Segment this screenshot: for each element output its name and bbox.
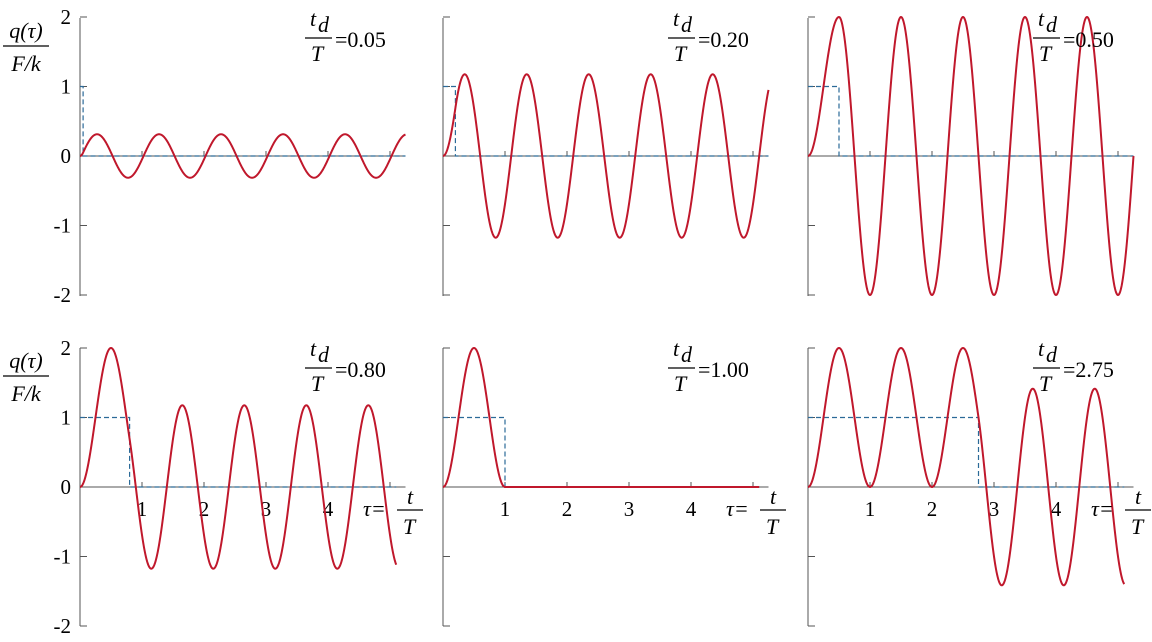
- ratio-num-subscript: d: [681, 342, 693, 367]
- y-tick-label: -1: [54, 545, 72, 569]
- y-tick-label: 0: [61, 144, 72, 168]
- y-label-numerator: q(τ): [9, 18, 43, 43]
- y-axis-label: q(τ) F/k: [3, 348, 49, 406]
- y-tick-label: -2: [54, 614, 72, 638]
- ratio-num-subscript: d: [1046, 12, 1058, 37]
- pulse-load-line: [80, 416, 397, 488]
- x-tick-label: 3: [624, 497, 635, 521]
- x-tick-label: 3: [261, 497, 272, 521]
- ratio-num-t: t: [1038, 336, 1045, 361]
- x-label-lhs: τ=: [726, 496, 749, 521]
- y-tick-label: 1: [61, 406, 72, 430]
- x-label-numerator: t: [1135, 484, 1142, 509]
- y-axis-label: q(τ) F/k: [3, 18, 49, 76]
- y-label-denominator: F/k: [10, 381, 42, 406]
- y-tick-label: 2: [61, 5, 72, 29]
- ratio-num-t: t: [673, 336, 680, 361]
- response-curve: [79, 133, 407, 179]
- pulse-load-line: [808, 416, 1125, 488]
- response-curve: [807, 347, 1126, 587]
- ratio-den: T: [1039, 371, 1053, 396]
- x-tick-label: 3: [989, 497, 1000, 521]
- x-label-numerator: t: [407, 484, 414, 509]
- x-label-lhs: τ=: [363, 496, 386, 521]
- response-curve: [442, 347, 760, 488]
- y-tick-label: 1: [61, 75, 72, 99]
- ratio-num-t: t: [673, 6, 680, 31]
- ratio-value: =0.20: [698, 27, 749, 52]
- x-tick-label: 4: [686, 497, 697, 521]
- y-tick-label: 0: [61, 475, 72, 499]
- y-tick-label: 2: [61, 336, 72, 360]
- y-label-numerator: q(τ): [9, 348, 43, 373]
- x-label-denominator: T: [403, 514, 417, 539]
- y-tick-label: -1: [54, 214, 72, 238]
- ratio-den: T: [674, 41, 688, 66]
- x-label-denominator: T: [766, 514, 780, 539]
- pulse-load-line: [80, 85, 406, 157]
- x-label-denominator: T: [1131, 514, 1145, 539]
- ratio-num-t: t: [310, 6, 317, 31]
- x-tick-label: 4: [1051, 497, 1062, 521]
- ratio-num-t: t: [1038, 6, 1045, 31]
- ratio-num-subscript: d: [318, 342, 330, 367]
- ratio-den: T: [674, 371, 688, 396]
- x-tick-label: 2: [562, 497, 573, 521]
- x-label-lhs: τ=: [1091, 496, 1114, 521]
- ratio-value: =0.80: [335, 357, 386, 382]
- x-tick-label: 2: [199, 497, 210, 521]
- ratio-num-t: t: [310, 336, 317, 361]
- ratio-value: =0.05: [335, 27, 386, 52]
- x-tick-label: 1: [137, 497, 148, 521]
- x-tick-label: 1: [500, 497, 511, 521]
- y-label-denominator: F/k: [10, 51, 42, 76]
- response-curve: [79, 347, 398, 570]
- x-axis-label: τ= tT: [1091, 484, 1151, 539]
- x-axis-label: τ= tT: [363, 484, 423, 539]
- ratio-den: T: [311, 371, 325, 396]
- ratio-num-subscript: d: [681, 12, 693, 37]
- pulse-load-line: [808, 85, 1134, 157]
- ratio-num-subscript: d: [1046, 342, 1058, 367]
- x-tick-label: 4: [323, 497, 334, 521]
- ratio-num-subscript: d: [318, 12, 330, 37]
- x-tick-label: 2: [927, 497, 938, 521]
- ratio-value: =2.75: [1063, 357, 1114, 382]
- ratio-den: T: [311, 41, 325, 66]
- y-tick-label: -2: [54, 283, 72, 307]
- x-tick-label: 1: [865, 497, 876, 521]
- x-axis-label: τ= tT: [726, 484, 786, 539]
- ratio-value: =0.50: [1063, 27, 1114, 52]
- ratio-value: =1.00: [698, 357, 749, 382]
- response-curve: [807, 16, 1135, 296]
- ratio-den: T: [1039, 41, 1053, 66]
- x-label-numerator: t: [770, 484, 777, 509]
- response-curve: [442, 73, 770, 239]
